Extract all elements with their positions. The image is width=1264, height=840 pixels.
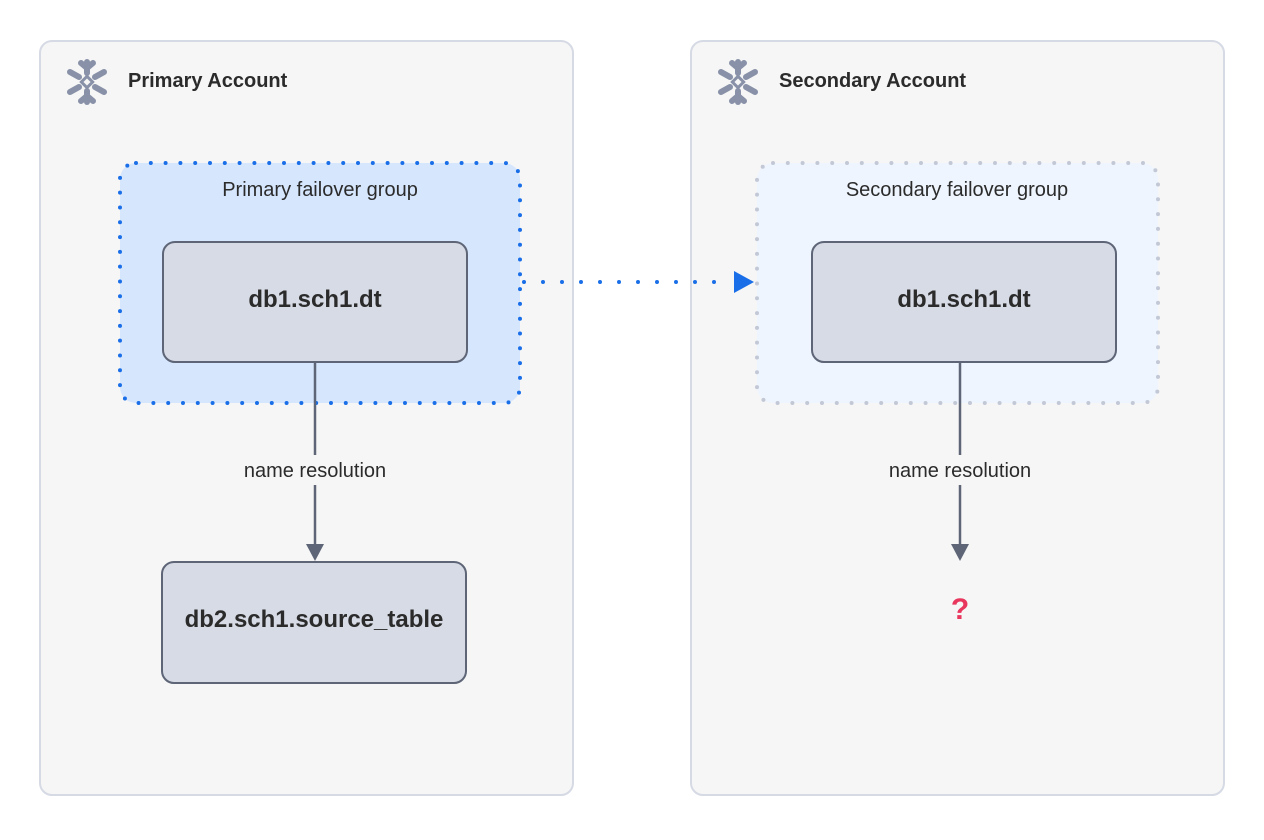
secondary-edge-label: name resolution	[889, 460, 1031, 482]
secondary-group-label: Secondary failover group	[846, 179, 1068, 201]
source-table-node	[161, 561, 467, 684]
arrowhead-icon	[951, 544, 969, 561]
primary-edge-label: name resolution	[244, 460, 386, 482]
primary-dt-node	[162, 241, 468, 363]
replication-arrow	[522, 271, 754, 293]
primary-account: Primary Account Primary failover group d…	[39, 40, 574, 796]
arrowhead-icon	[306, 544, 324, 561]
primary-account-title: Primary Account	[128, 70, 288, 92]
arrowhead-icon	[734, 271, 754, 293]
secondary-account: Secondary Account Secondary failover gro…	[690, 40, 1225, 796]
secondary-dt-node	[811, 241, 1117, 363]
secondary-account-title: Secondary Account	[779, 70, 966, 92]
primary-dt-label: db1.sch1.dt	[248, 286, 381, 313]
unknown-target-mark: ?	[951, 593, 969, 626]
source-table-label: db2.sch1.source_table	[185, 606, 444, 633]
secondary-dt-label: db1.sch1.dt	[897, 286, 1030, 313]
primary-group-label: Primary failover group	[222, 179, 418, 201]
